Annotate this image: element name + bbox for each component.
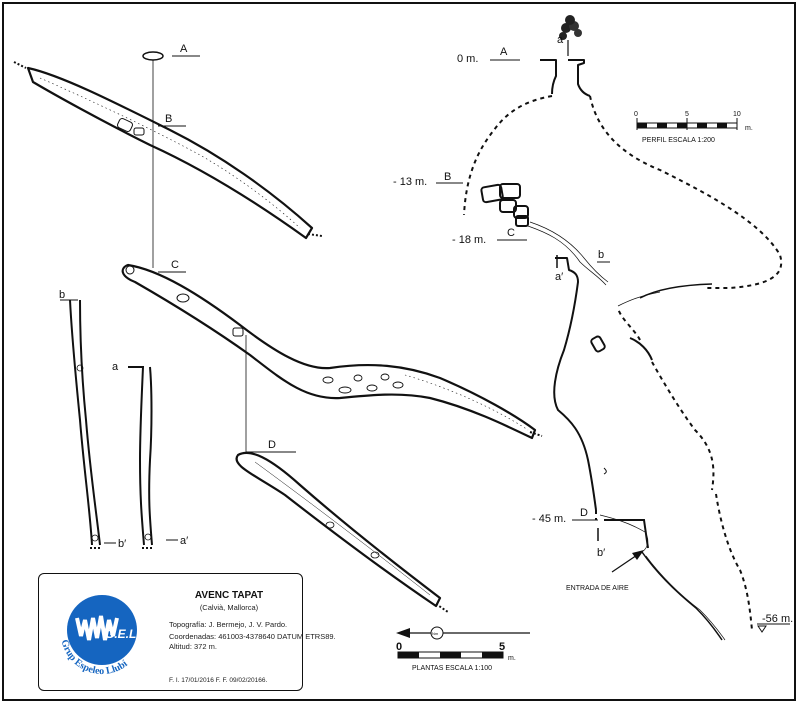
profile-depth-18: - 18 m. <box>452 234 486 246</box>
survey-location: (Calvià, Mallorca) <box>199 603 259 612</box>
section-a-label: a <box>112 361 119 373</box>
air-entry-arrow <box>611 550 644 573</box>
plan-section-b-label: B <box>165 113 172 125</box>
plan-open-end-2 <box>307 233 323 237</box>
air-entry-label: ENTRADA DE AIRE <box>566 585 629 592</box>
profile-section-b-label: B <box>444 171 451 183</box>
plan-scale-5: 5 <box>499 641 505 653</box>
info-box: G.E.LL. Grup Espeleo Llubí AVENC TAPAT (… <box>38 573 336 691</box>
plan-scale-label: PLANTAS ESCALA 1:100 <box>412 665 492 672</box>
north-arrow <box>396 626 530 640</box>
section-b-label: b <box>59 289 65 301</box>
profile-section-a-label: A <box>500 46 508 58</box>
profile-small-feature <box>603 467 607 475</box>
survey-coordinates: Coordenadas: 461003-4378640 DATUM ETRS89… <box>169 632 336 641</box>
profile-scale-0: 0 <box>634 111 638 118</box>
plan-segment-d <box>235 451 442 608</box>
profile-section-a-prime-label: a′ <box>555 271 563 283</box>
profile-outline-dashed <box>463 95 783 631</box>
plan-scale-0: 0 <box>396 641 402 653</box>
logo-text: G.E.LL. <box>105 627 147 641</box>
plan-segment-c <box>121 263 537 440</box>
profile-scale-bar <box>636 118 738 130</box>
section-a-a-prime <box>128 366 153 546</box>
profile-scale-10: 10 <box>733 111 741 118</box>
survey-altitude: Altitud: 372 m. <box>169 642 217 651</box>
profile-section-b-small-label: b <box>598 249 604 261</box>
profile-chamber-d <box>604 519 649 549</box>
survey-dates: F. I. 17/01/2016 F. F. 09/02/20166. <box>169 677 268 684</box>
profile-rubble <box>527 221 726 641</box>
plan-section-d-label: D <box>268 439 276 451</box>
survey-topography: Topografía: J. Bermejo, J. V. Pardo. <box>169 620 288 629</box>
plan-open-end-3 <box>529 431 543 437</box>
profile-depth-0: 0 m. <box>457 53 478 65</box>
profile-depth-56: -56 m. <box>762 613 793 625</box>
plan-section-a-label: A <box>180 43 188 55</box>
plan-scale-bar <box>397 651 504 659</box>
plan-open-end-4 <box>435 603 449 613</box>
section-a-prime-label: a′ <box>180 535 188 547</box>
profile-section-d-label: D <box>580 507 588 519</box>
profile-scale-5: 5 <box>685 111 689 118</box>
plan-open-end-1 <box>13 61 27 69</box>
profile-section-a-small-label: a <box>557 34 564 46</box>
plan-scale-unit: m. <box>508 655 516 662</box>
entrance-ellipse <box>142 51 164 61</box>
gell-logo: G.E.LL. Grup Espeleo Llubí <box>59 595 147 677</box>
plan-segment-a-b <box>26 66 314 240</box>
profile-depth-45: - 45 m. <box>532 513 566 525</box>
section-b-prime-label: b′ <box>118 538 126 550</box>
plan-section-c-label: C <box>171 259 179 271</box>
profile-blocks <box>480 183 606 353</box>
profile-outline-solid <box>540 59 653 511</box>
section-b-b-prime <box>69 299 101 546</box>
profile-tree-icon <box>559 15 582 56</box>
profile-scale-unit: m. <box>745 125 753 132</box>
profile-bottom-marker <box>757 625 767 633</box>
survey-title: AVENC TAPAT <box>194 590 264 601</box>
profile-section-c-label: C <box>507 227 515 239</box>
profile-depth-13: - 13 m. <box>393 176 427 188</box>
profile-section-b-prime-label: b′ <box>597 547 605 559</box>
profile-scale-label: PERFIL ESCALA 1:200 <box>642 137 715 144</box>
north-arrow-label: Nm <box>432 631 439 636</box>
